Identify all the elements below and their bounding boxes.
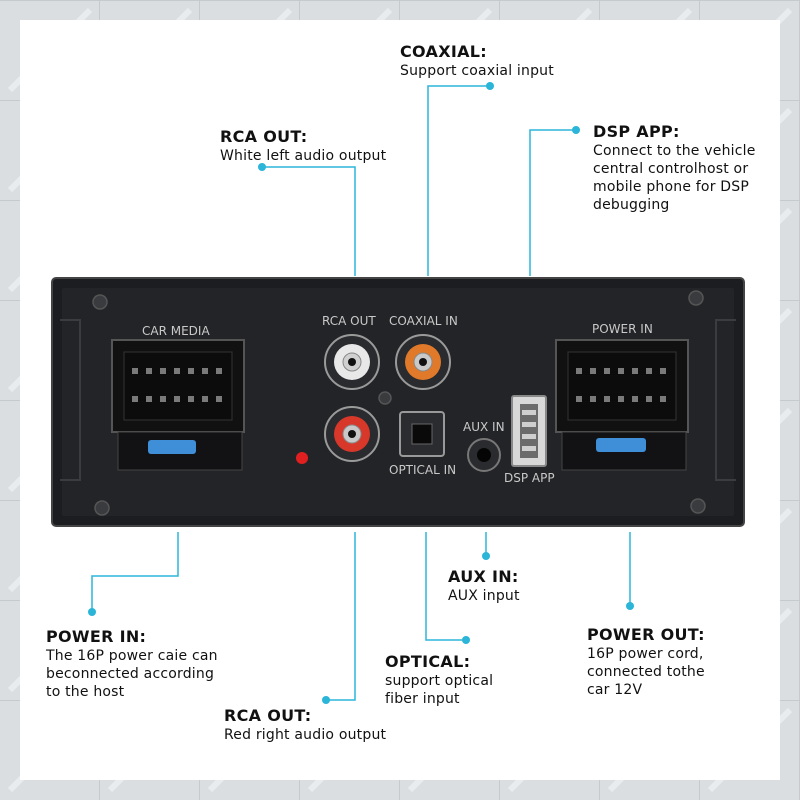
callout-power-out: POWER OUT: 16P power cord, connected tot… (587, 625, 705, 699)
screw-icon (688, 290, 704, 306)
screw-icon (378, 391, 392, 405)
rca-red-jack (324, 406, 380, 462)
callout-desc-line: to the host (46, 684, 125, 700)
callout-desc-line: Support coaxial input (400, 63, 554, 79)
marker-dot (88, 608, 96, 616)
callout-desc-line: support optical (385, 673, 494, 689)
marker-dot (462, 636, 470, 644)
led-indicator-icon (296, 452, 308, 464)
panel-label-rca-out: RCA OUT (322, 314, 376, 328)
callout-desc-line: Red right audio output (224, 727, 387, 743)
callout-title: OPTICAL: (385, 652, 471, 671)
marker-dot (258, 163, 266, 171)
panel-label-coaxial-in: COAXIAL IN (389, 314, 458, 328)
panel-label-dsp-app: DSP APP (504, 471, 555, 485)
marker-dot (572, 126, 580, 134)
aux-jack (467, 438, 501, 472)
callout-desc-line: debugging (593, 197, 670, 213)
panel-label-car-media: CAR MEDIA (142, 324, 210, 338)
callout-dsp-app: DSP APP: Connect to the vehicle central … (593, 122, 756, 214)
marker-dot (482, 552, 490, 560)
callout-desc-line: mobile phone for DSP (593, 179, 750, 195)
panel-label-optical-in: OPTICAL IN (389, 463, 456, 477)
rca-white-jack (324, 334, 380, 390)
callout-title: POWER IN: (46, 627, 147, 646)
callout-aux-in: AUX IN: AUX input (448, 567, 520, 605)
power-in-connector (555, 339, 689, 471)
callout-coaxial: COAXIAL: Support coaxial input (400, 42, 554, 80)
callout-desc-line: connected tothe (587, 664, 705, 680)
marker-dot (486, 82, 494, 90)
callout-desc-line: 16P power cord, (587, 646, 704, 662)
coaxial-jack (395, 334, 451, 390)
callout-title: COAXIAL: (400, 42, 487, 61)
callout-title: AUX IN: (448, 567, 519, 586)
car-media-connector (111, 339, 245, 471)
callout-title: RCA OUT: (224, 706, 312, 725)
panel-label-aux-in: AUX IN (463, 420, 505, 434)
callout-desc-line: AUX input (448, 588, 520, 604)
optical-port (399, 411, 445, 457)
callout-desc-line: car 12V (587, 682, 643, 698)
callout-rca-left: RCA OUT: White left audio output (220, 127, 386, 165)
callout-desc-line: central controlhost or (593, 161, 749, 177)
screw-icon (690, 498, 706, 514)
marker-dot (322, 696, 330, 704)
callout-title: POWER OUT: (587, 625, 705, 644)
panel-label-power-in: POWER IN (592, 322, 653, 336)
callout-desc-line: White left audio output (220, 148, 387, 164)
marker-dot (626, 602, 634, 610)
callout-title: DSP APP: (593, 122, 680, 141)
callout-power-in: POWER IN: The 16P power caie can beconne… (46, 627, 218, 701)
leader-lines (91, 85, 631, 701)
callout-rca-right: RCA OUT: Red right audio output (224, 706, 386, 744)
fuse-icon (596, 438, 646, 452)
callout-optical: OPTICAL: support optical fiber input (385, 652, 493, 708)
screw-icon (92, 294, 108, 310)
callout-desc-line: The 16P power caie can (46, 648, 218, 664)
callout-desc-line: fiber input (385, 691, 460, 707)
callout-desc-line: beconnected according (46, 666, 215, 682)
screw-icon (94, 500, 110, 516)
fuse-icon (148, 440, 196, 454)
usb-port (511, 395, 547, 467)
callout-title: RCA OUT: (220, 127, 308, 146)
callout-desc-line: Connect to the vehicle (593, 143, 756, 159)
